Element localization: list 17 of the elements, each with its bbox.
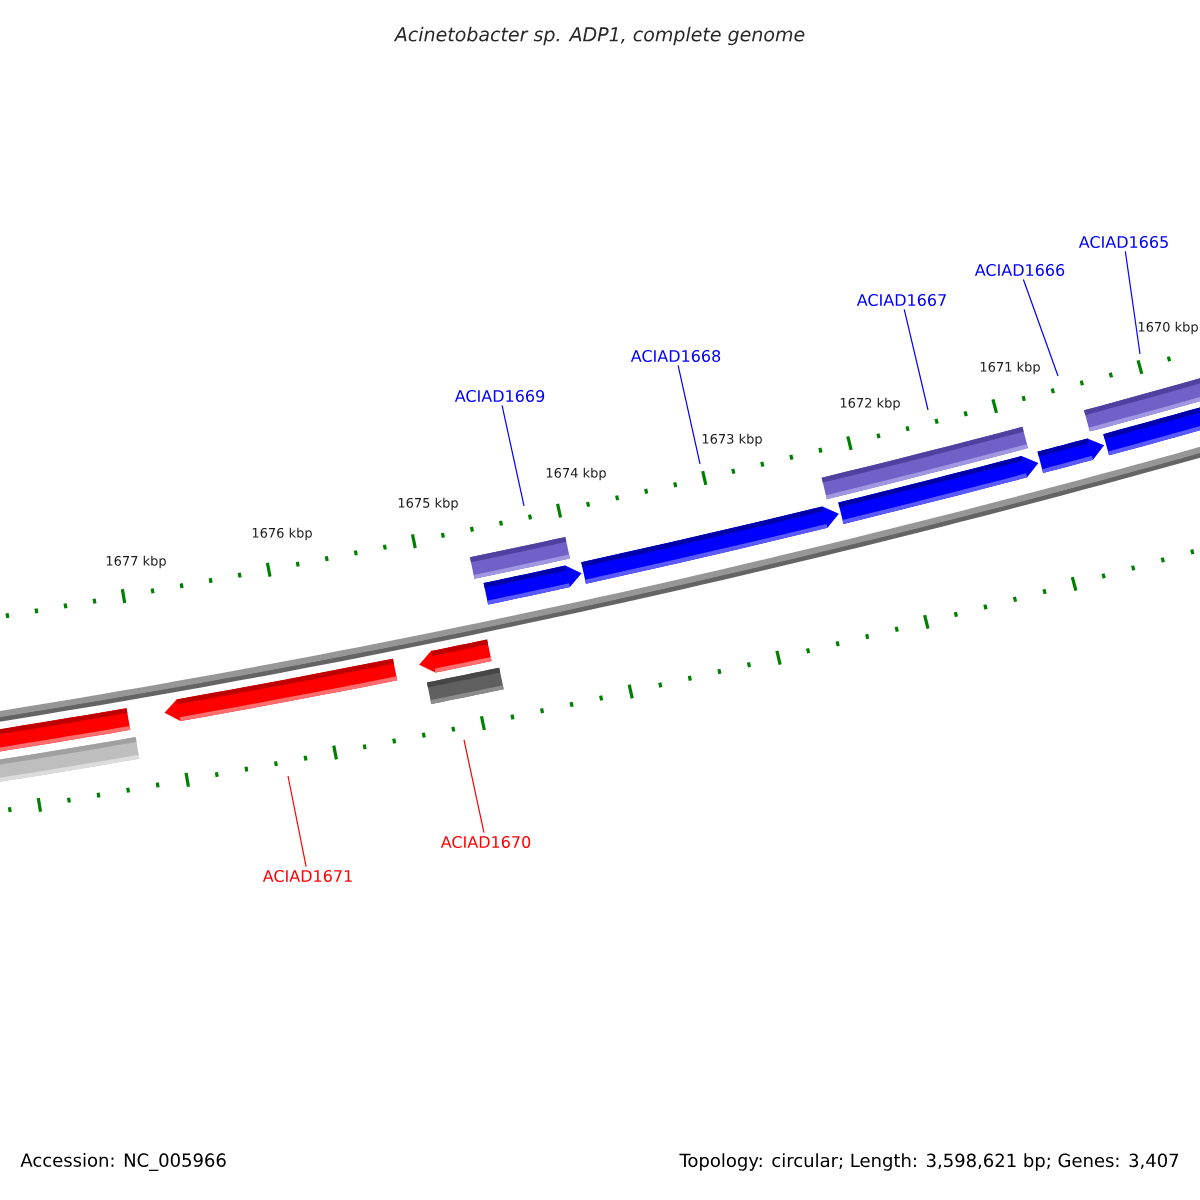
gene-label: ACIAD1670 — [440, 835, 531, 849]
gene-label: ACIAD1666 — [974, 263, 1065, 277]
gene-label: ACIAD1667 — [856, 293, 946, 307]
genome-info-text: Topology: circular; Length: 3,598,621 bp; Genes: 3,407 — [679, 1153, 1179, 1171]
accession-text: Accession: NC_005966 — [20, 1153, 226, 1171]
gene-label: ACIAD1669 — [454, 389, 545, 403]
leader-line — [287, 775, 307, 868]
leader-line — [501, 404, 525, 507]
leader-line — [903, 308, 929, 411]
leader-line — [1022, 278, 1059, 377]
title: Acinetobacter sp. ADP1, complete genome — [393, 26, 805, 46]
gene-label: ACIAD1668 — [630, 349, 721, 363]
leader-line — [677, 364, 701, 465]
leader-line — [1124, 250, 1141, 355]
leader-line — [463, 739, 485, 834]
gene-label: ACIAD1665 — [1078, 235, 1168, 249]
gene-label: ACIAD1671 — [262, 869, 352, 883]
